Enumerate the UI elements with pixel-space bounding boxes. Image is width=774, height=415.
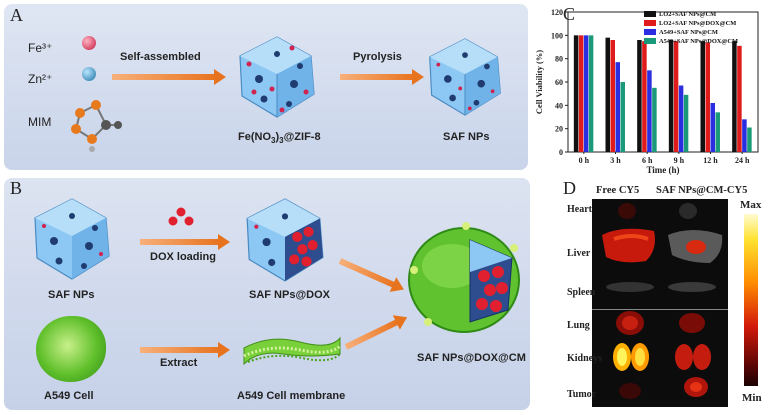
bar: [742, 119, 747, 152]
mim-label: MIM: [28, 115, 52, 129]
bar: [583, 35, 589, 153]
pyrolysis-arrow: [340, 69, 424, 85]
legend-label: LO2+SAF NPs@CM: [659, 11, 716, 18]
a549-cell-label: A549 Cell: [44, 390, 94, 402]
y-tick-label: 80: [555, 55, 563, 64]
x-tick-label: 9 h: [674, 156, 685, 165]
bar: [705, 42, 710, 153]
col-free-cy5-label: Free CY5: [596, 185, 640, 196]
x-tick-label: 0 h: [579, 156, 590, 165]
cell-membrane-icon: [243, 336, 342, 366]
dox-molecules-icon: [168, 207, 194, 226]
legend-label: LO2+SAF NPs@DOX@CM: [659, 20, 736, 27]
y-tick-label: 20: [555, 125, 563, 134]
organ-label-heart: Heart: [567, 204, 592, 215]
scale-min-label: Min: [742, 392, 762, 404]
bar: [668, 40, 674, 152]
legend-swatch: [644, 20, 656, 26]
fe-label: Fe³⁺: [28, 41, 53, 55]
panel-a-letter: A: [10, 5, 23, 25]
organ-label-tumor: Tumor: [567, 389, 597, 400]
zn-label: Zn²⁺: [28, 72, 53, 86]
panel-d-letter: D: [563, 178, 576, 198]
y-tick-label: 0: [559, 148, 563, 157]
legend-label: A549+SAF NPs@DOX@CM: [659, 38, 738, 45]
y-axis-label: Cell Viability (%): [534, 50, 544, 114]
bar: [678, 85, 684, 152]
bar: [715, 112, 720, 152]
bar: [620, 82, 625, 152]
color-scale-bar: [744, 214, 758, 386]
zif8-particle-icon: [239, 36, 315, 118]
self-assembled-label: Self-assembled: [120, 51, 201, 63]
a549-cell-icon: [36, 316, 106, 382]
y-tick-label: 120: [551, 8, 563, 17]
extract-arrow: [140, 342, 230, 358]
bar: [710, 103, 715, 152]
x-tick-label: 6 h: [642, 156, 653, 165]
x-axis-label: Time (h): [646, 165, 679, 175]
organ-label-liver: Liver: [567, 248, 591, 259]
y-tick-label: 100: [551, 31, 563, 40]
bar: [673, 41, 679, 152]
organ-label-spleen: Spleen: [567, 287, 596, 298]
col-saf-cy5-label: SAF NPs@CM-CY5: [656, 185, 748, 196]
saf-nps-dox-particle-icon: [246, 198, 324, 282]
pyrolysis-label: Pyrolysis: [353, 51, 402, 63]
bar: [683, 94, 689, 152]
mim-molecule-icon: [71, 100, 122, 152]
extract-label: Extract: [160, 357, 198, 369]
y-tick-label: 40: [555, 101, 563, 110]
bar: [588, 35, 594, 153]
scale-max-label: Max: [740, 199, 762, 211]
bar: [578, 35, 584, 153]
legend-swatch: [644, 29, 656, 35]
bar: [642, 41, 647, 152]
x-tick-label: 3 h: [610, 156, 621, 165]
saf-nps-particle-icon: [429, 38, 501, 116]
bar: [573, 35, 579, 153]
bar: [610, 40, 615, 152]
intermediate-label: Fe(NO3)3@ZIF-8: [238, 131, 321, 146]
bar: [647, 70, 652, 152]
self-assembled-arrow: [112, 69, 226, 85]
bar: [700, 41, 705, 152]
bar: [637, 40, 642, 152]
dox-loading-label: DOX loading: [150, 251, 216, 263]
saf-nps-dox-label: SAF NPs@DOX: [249, 289, 331, 301]
legend-swatch: [644, 38, 656, 44]
zn-ion-icon: [82, 67, 96, 81]
organ-label-kidneys: Kidneys: [567, 353, 603, 364]
panel-b-letter: B: [10, 178, 23, 198]
bar: [732, 41, 737, 152]
final-nanoparticle-icon: [408, 222, 520, 333]
legend-label: A549+SAF NPs@CM: [659, 29, 718, 36]
saf-nps-label: SAF NPs: [443, 131, 490, 143]
organ-label-lung: Lung: [567, 320, 590, 331]
final-label: SAF NPs@DOX@CM: [417, 352, 526, 364]
x-tick-label: 12 h: [703, 156, 718, 165]
bar: [615, 62, 620, 152]
y-tick-label: 60: [555, 78, 563, 87]
saf-nps-b-particle-icon: [34, 198, 110, 280]
fe-ion-icon: [82, 36, 96, 50]
bar: [747, 127, 752, 152]
bar: [737, 45, 742, 153]
saf-nps-b-label: SAF NPs: [48, 289, 95, 301]
bar: [605, 37, 610, 152]
x-tick-label: 24 h: [735, 156, 750, 165]
dox-loading-arrow: [140, 234, 230, 250]
panel-c-letter: C: [563, 4, 576, 24]
legend-swatch: [644, 11, 656, 17]
organ-divider-top: [592, 309, 728, 310]
organ-fluorescence-image: [602, 203, 723, 399]
bar: [652, 87, 657, 152]
cell-membrane-label: A549 Cell membrane: [237, 390, 346, 402]
